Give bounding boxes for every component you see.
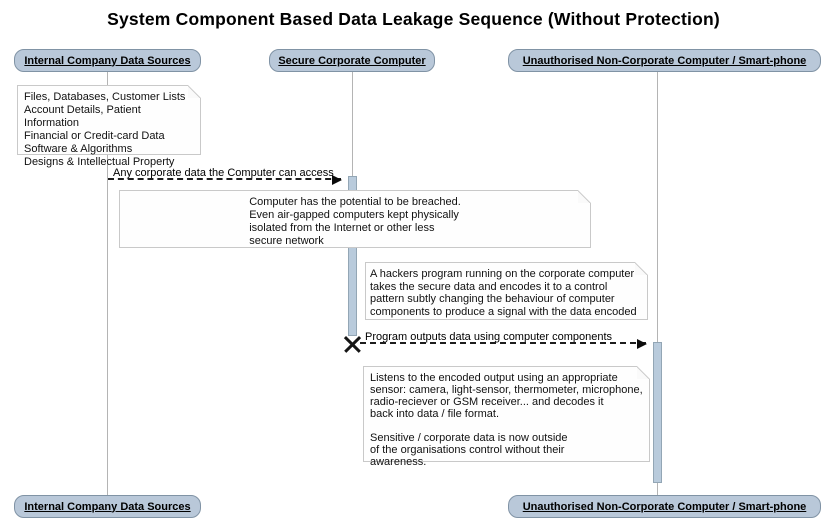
lifeline-secure	[352, 71, 353, 177]
note-breach-potential-text: Computer has the potential to be breache…	[249, 196, 461, 247]
note-fold-icon	[188, 85, 201, 98]
message-access-label: Any corporate data the Computer can acce…	[113, 167, 334, 179]
activation-bar-unauthorised	[653, 342, 662, 483]
note-listener-text: Listens to the encoded output using an a…	[370, 372, 643, 468]
note-listener: Listens to the encoded output using an a…	[363, 366, 650, 468]
note-hacker-program-text: A hackers program running on the corpora…	[370, 268, 637, 318]
note-hacker-program: A hackers program running on the corpora…	[365, 262, 648, 320]
lifeline-internal	[107, 71, 108, 495]
arrowhead-icon	[332, 175, 342, 185]
note-breach-potential: Computer has the potential to be breache…	[119, 190, 591, 248]
actor-unauthorised-top: Unauthorised Non-Corporate Computer / Sm…	[508, 49, 821, 72]
actor-unauthorised-bottom: Unauthorised Non-Corporate Computer / Sm…	[508, 495, 821, 518]
message-access-line	[108, 175, 342, 185]
actor-internal-label-bottom: Internal Company Data Sources	[24, 500, 191, 513]
actor-internal-top: Internal Company Data Sources	[14, 49, 201, 72]
actor-internal-bottom: Internal Company Data Sources	[14, 495, 201, 518]
note-fold-icon	[578, 190, 591, 203]
note-data-sources-text: Files, Databases, Customer Lists Account…	[24, 91, 186, 168]
actor-unauthorised-label-bottom: Unauthorised Non-Corporate Computer / Sm…	[522, 500, 807, 513]
message-access: Any corporate data the Computer can acce…	[108, 164, 348, 185]
message-output-line	[360, 339, 647, 349]
note-fold-icon	[635, 262, 648, 275]
destroy-x-icon	[343, 335, 361, 353]
actor-unauthorised-label: Unauthorised Non-Corporate Computer / Sm…	[522, 54, 807, 67]
arrowhead-icon	[637, 339, 647, 349]
lifeline-unauthorised	[657, 71, 658, 343]
note-fold-icon	[637, 366, 650, 379]
message-output-label: Program outputs data using computer comp…	[365, 331, 613, 343]
actor-internal-label: Internal Company Data Sources	[24, 54, 191, 67]
message-output: Program outputs data using computer comp…	[360, 328, 653, 349]
actor-secure-label: Secure Corporate Computer	[278, 54, 426, 67]
actor-secure-top: Secure Corporate Computer	[269, 49, 435, 72]
note-data-sources: Files, Databases, Customer Lists Account…	[17, 85, 201, 168]
diagram-title: System Component Based Data Leakage Sequ…	[107, 9, 720, 29]
lifeline-unauthorised-tail	[657, 482, 658, 496]
